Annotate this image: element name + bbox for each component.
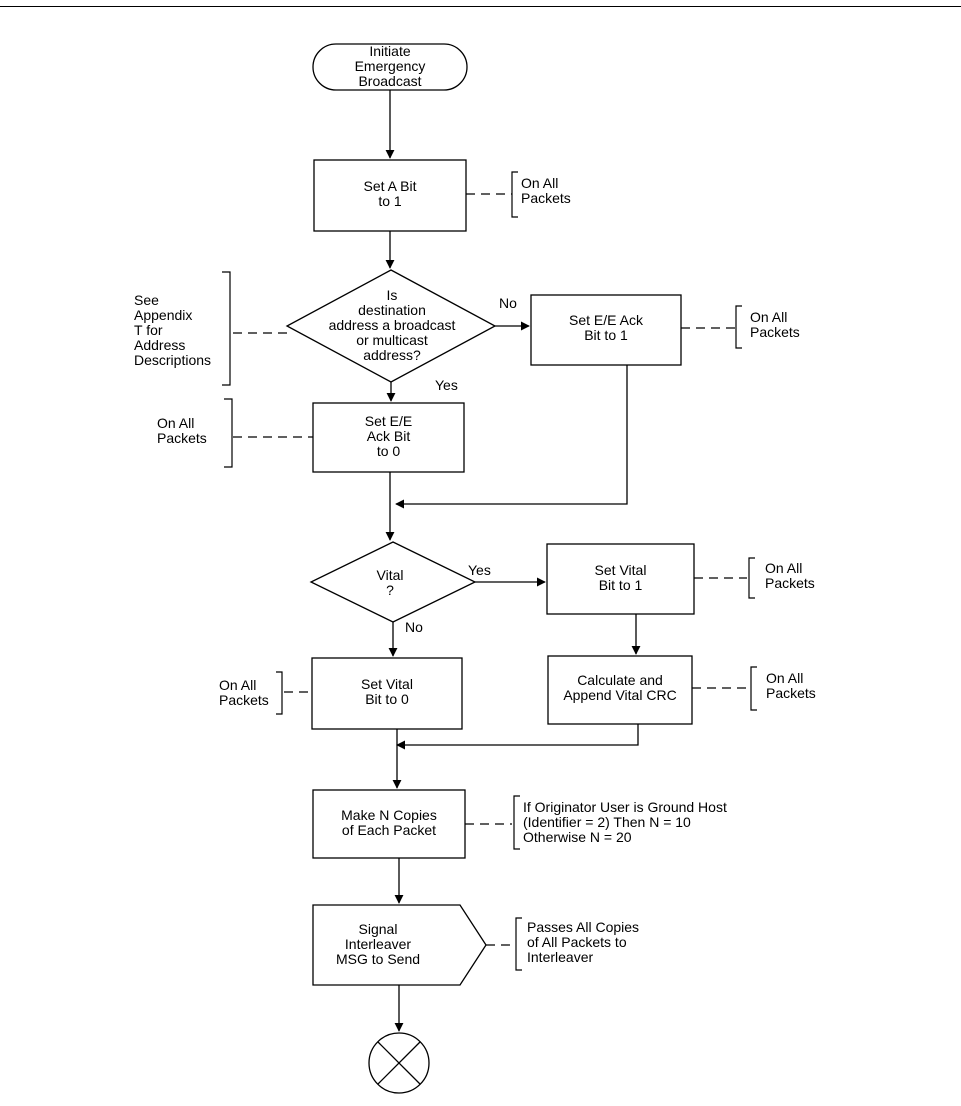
destination-decision-label: Is destination address a broadcast or mu… [328, 287, 456, 363]
edge-label-vital-yes: Yes [468, 562, 491, 578]
note-appendix: See Appendix T for Address Descriptions [134, 292, 212, 368]
bracket-vital-0 [276, 671, 283, 715]
note-a-bit: On All Packets [521, 175, 571, 206]
edge-label-vital-no: No [405, 619, 423, 635]
vital-decision-label: Vital ? [376, 567, 404, 598]
note-vital-1: On All Packets [765, 560, 815, 591]
set-vital-0-box [311, 657, 463, 730]
note-vital-0: On All Packets [219, 677, 269, 708]
end-connector-circle [368, 1032, 430, 1094]
bracket-appendix [222, 271, 231, 386]
top-rule [0, 6, 961, 7]
make-copies-label: Make N Copies of Each Packet [341, 807, 437, 838]
signal-label: Signal Interleaver MSG to Send [335, 921, 421, 967]
arrow-crc-merge [396, 724, 639, 750]
bracket-a-bit [511, 171, 518, 218]
calc-crc-label: Calculate and Append Vital CRC [563, 672, 677, 703]
bracket-vital-1 [748, 557, 755, 599]
note-ee-ack-0: On All Packets [157, 415, 207, 446]
set-a-bit-label: Set A Bit to 1 [363, 178, 417, 209]
signal-pentagon-shape [312, 904, 487, 986]
bracket-ee-ack-0 [224, 398, 233, 468]
set-ee-ack-1-box [530, 294, 682, 366]
set-ee-ack-1-label: Set E/E Ack Bit to 1 [569, 312, 643, 343]
note-ee-ack-1: On All Packets [750, 309, 800, 340]
set-ee-ack-0-label: Set E/E Ack Bit to 0 [364, 413, 413, 459]
arrow-ee-ack-1-merge [395, 365, 628, 509]
start-label: Initiate Emergency Broadcast [354, 43, 426, 89]
set-vital-0-label: Set Vital Bit to 0 [361, 676, 413, 707]
bracket-signal [515, 917, 522, 971]
bracket-copies [513, 795, 520, 850]
end-connector-cross-2 [377, 1041, 421, 1085]
bracket-crc [750, 666, 757, 711]
set-vital-1-box [546, 543, 695, 615]
bracket-ee-ack-1 [735, 305, 742, 349]
note-copies: If Originator User is Ground Host (Ident… [523, 799, 727, 845]
edge-label-dest-yes: Yes [435, 377, 458, 393]
set-vital-1-label: Set Vital Bit to 1 [594, 562, 647, 593]
note-signal: Passes All Copies of All Packets to Inte… [527, 919, 640, 965]
edge-label-dest-no: No [499, 295, 517, 311]
note-crc: On All Packets [766, 670, 816, 701]
calc-crc-box [547, 655, 693, 725]
